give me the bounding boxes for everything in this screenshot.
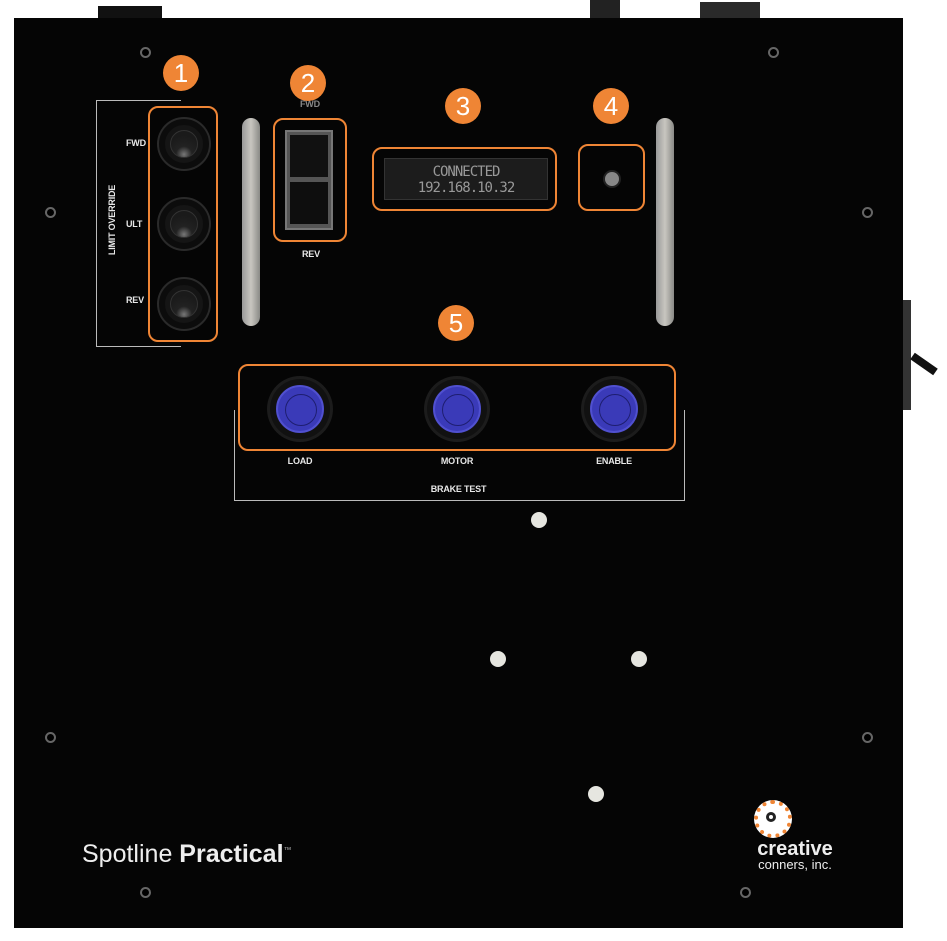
screw-hole: [140, 47, 151, 58]
right-handle: [656, 118, 674, 326]
callout-2-highlight: [273, 118, 347, 242]
mount-dot: [531, 512, 547, 528]
limit-rev-button[interactable]: [159, 279, 209, 329]
creative-conners-logo: creative conners, inc.: [740, 800, 850, 872]
side-lever[interactable]: [910, 352, 938, 376]
limit-fwd-button[interactable]: [159, 119, 209, 169]
load-button[interactable]: [270, 379, 330, 439]
lcd-line-1: CONNECTED: [432, 164, 501, 180]
status-led: [605, 172, 619, 186]
enable-label: ENABLE: [596, 456, 632, 466]
fwd-rev-rocker-switch[interactable]: [285, 130, 333, 230]
side-bracket: [903, 300, 911, 410]
product-name: Spotline Practical™: [82, 840, 292, 869]
mount-dot: [631, 651, 647, 667]
top-connector: [700, 2, 760, 18]
enable-button[interactable]: [584, 379, 644, 439]
mount-dot: [490, 651, 506, 667]
lcd-display: CONNECTED 192.168.10.32: [384, 158, 548, 200]
load-label: LOAD: [287, 456, 313, 466]
trademark: ™: [283, 845, 292, 855]
product-name-bold: Practical: [179, 840, 284, 868]
top-connector: [590, 0, 620, 18]
fwd-label: FWD: [126, 138, 146, 148]
callout-2-badge: 2: [290, 65, 326, 101]
screw-hole: [740, 887, 751, 898]
screw-hole: [862, 732, 873, 743]
rev-label: REV: [126, 295, 144, 305]
callout-3-badge: 3: [445, 88, 481, 124]
rocker-top[interactable]: [290, 135, 328, 177]
screw-hole: [140, 887, 151, 898]
limit-override-title: LIMIT OVERRIDE: [107, 184, 117, 256]
brake-test-title: BRAKE TEST: [430, 484, 487, 494]
screw-hole: [45, 732, 56, 743]
motor-label: MOTOR: [440, 456, 474, 466]
limit-override-frame: [96, 100, 181, 347]
limit-ult-button[interactable]: [159, 199, 209, 249]
lcd-line-2: 192.168.10.32: [417, 180, 516, 196]
callout-5-badge: 5: [438, 305, 474, 341]
callout-1-badge: 1: [163, 55, 199, 91]
brake-test-frame: [234, 410, 685, 501]
left-handle: [242, 118, 260, 326]
screw-hole: [768, 47, 779, 58]
top-connector: [98, 6, 162, 18]
logo-gear-icon: [754, 800, 792, 838]
motor-button[interactable]: [427, 379, 487, 439]
callout-4-highlight: [578, 144, 645, 211]
rocker-rev-label: REV: [302, 249, 320, 259]
callout-3-highlight: [372, 147, 557, 211]
rocker-bottom[interactable]: [290, 182, 328, 224]
callout-4-badge: 4: [593, 88, 629, 124]
callout-1-highlight: [148, 106, 218, 342]
rocker-fwd-label: FWD: [300, 99, 320, 109]
logo-text-2: conners, inc.: [758, 857, 832, 872]
mount-dot: [588, 786, 604, 802]
screw-hole: [862, 207, 873, 218]
callout-5-highlight: [238, 364, 676, 451]
ult-label: ULT: [126, 219, 143, 229]
product-name-light: Spotline: [82, 840, 180, 868]
logo-text-1: creative: [757, 838, 833, 860]
screw-hole: [45, 207, 56, 218]
